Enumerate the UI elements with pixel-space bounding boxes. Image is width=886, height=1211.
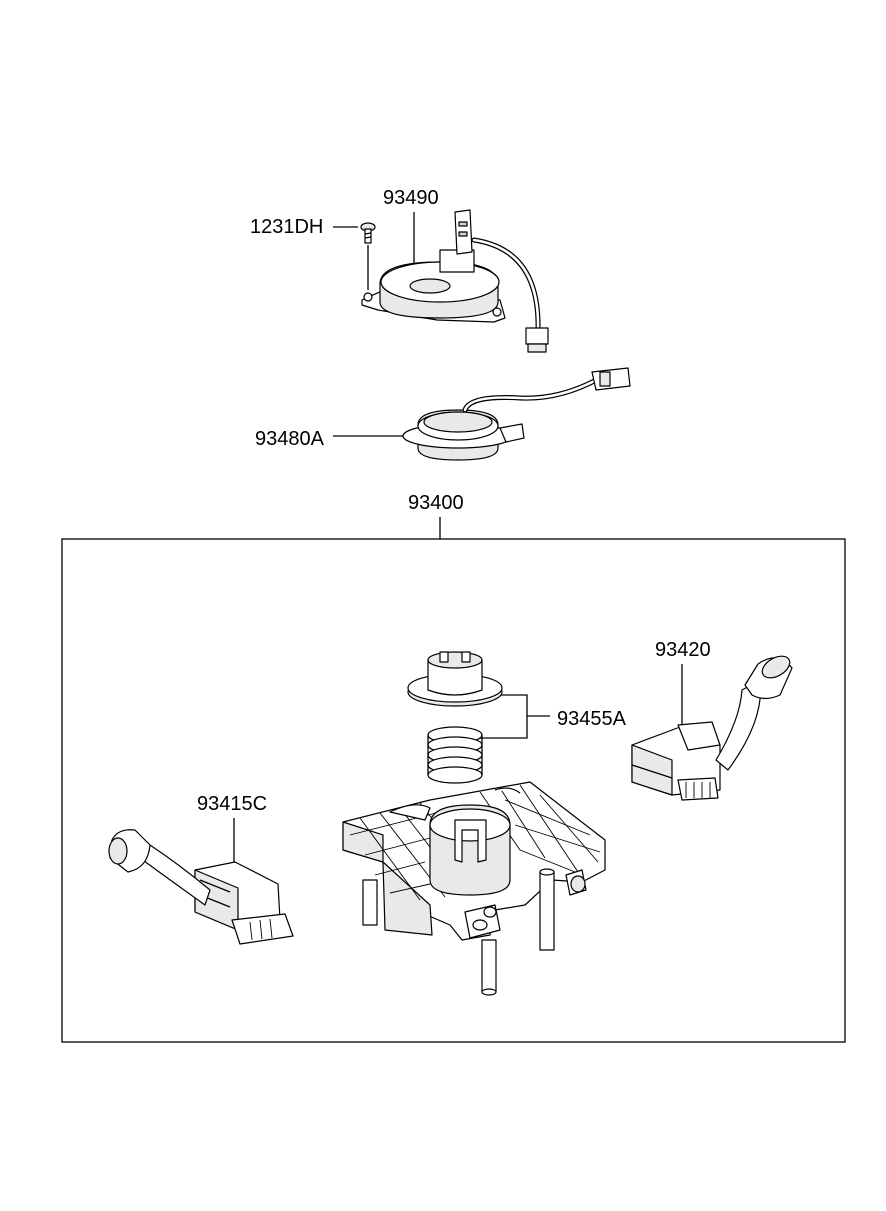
cam-bushing-93455A (407, 651, 503, 707)
light-switch-93415C (108, 829, 294, 945)
clock-spring-93490 (361, 209, 549, 353)
leader-lines (233, 212, 683, 866)
label-93480A: 93480A (255, 428, 325, 450)
label-93490: 93490 (383, 187, 439, 209)
screw-1231DH (360, 222, 376, 290)
spring-93455A (427, 726, 483, 784)
label-93455A: 93455A (557, 708, 627, 730)
switch-body-93400 (342, 781, 606, 996)
label-93415C: 93415C (197, 793, 267, 815)
label-93400: 93400 (408, 492, 464, 514)
wiper-switch-93420 (631, 655, 793, 801)
horn-contact-93480A (402, 367, 631, 461)
label-1231DH: 1231DH (250, 216, 323, 238)
kit-frame (61, 538, 846, 1043)
label-93420: 93420 (655, 639, 711, 661)
